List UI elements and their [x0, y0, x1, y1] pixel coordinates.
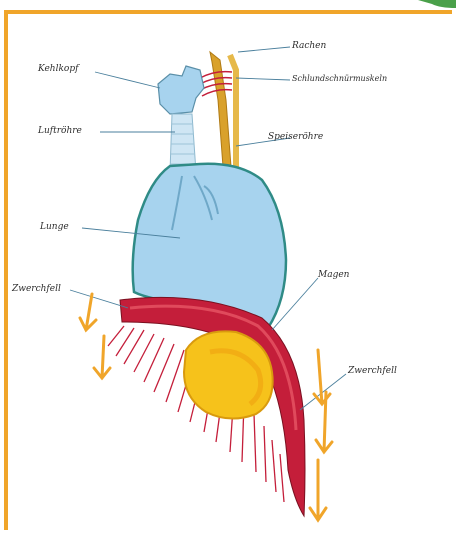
larynx [158, 66, 204, 114]
label-rachen: Rachen [292, 41, 326, 51]
label-kehlkopf: Kehlkopf [38, 64, 78, 74]
label-luftroehre: Luftröhre [38, 126, 82, 136]
label-lunge: Lunge [40, 222, 69, 232]
corner-tab [418, 0, 456, 8]
label-magen: Magen [318, 270, 349, 280]
label-zwerchfell-left: Zwerchfell [12, 284, 61, 294]
label-speiseroehre: Speiseröhre [268, 132, 323, 142]
label-zwerchfell-right: Zwerchfell [348, 366, 397, 376]
label-schlundmuskeln: Schlundschnürmuskeln [292, 74, 387, 83]
